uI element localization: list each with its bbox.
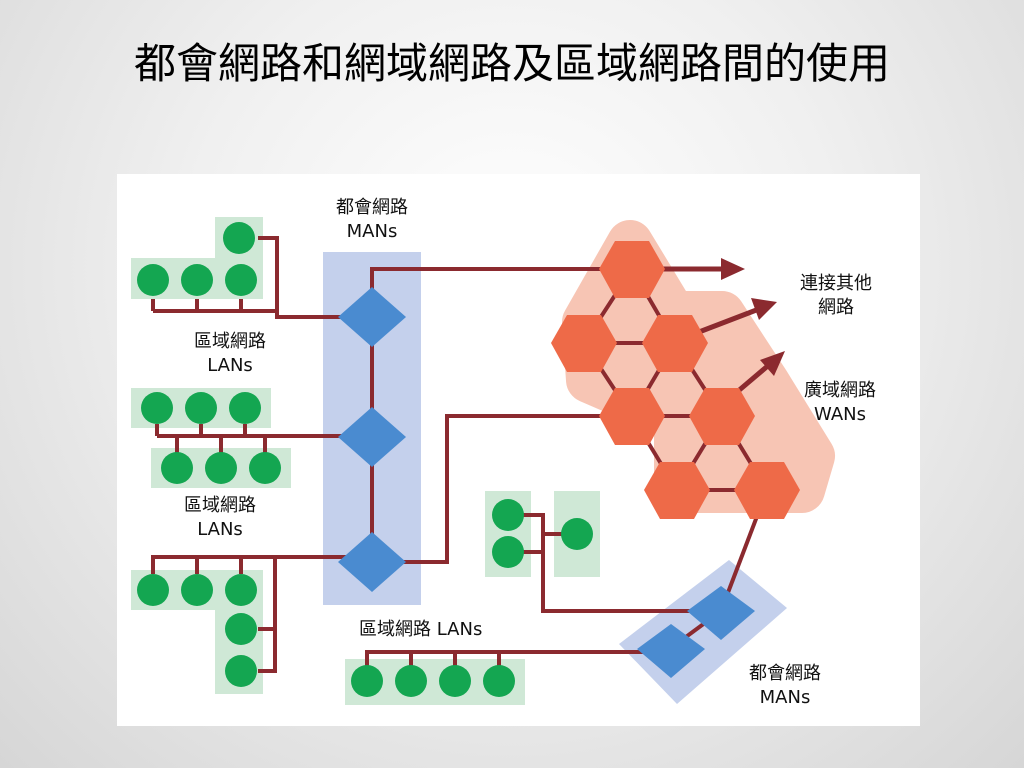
wan-node-6 xyxy=(644,462,710,519)
man-routers xyxy=(338,287,755,678)
network-diagram-graphic xyxy=(131,217,835,705)
wan-node-2 xyxy=(551,315,617,372)
wan-abbr: WANs xyxy=(814,404,866,425)
wan-node-3 xyxy=(642,315,708,372)
man-bottom-abbr: MANs xyxy=(759,687,811,708)
man-top-name: 都會網路 xyxy=(336,197,408,218)
lan-2-label: 區域網路 LANs xyxy=(165,494,275,542)
wan-node-5 xyxy=(689,388,755,445)
lan-3-label: 區域網路 LANs xyxy=(359,619,483,640)
outbound-arrows xyxy=(657,258,785,394)
network-diagram: 都會網路 MANs 區域網路 LANs 區域網路 LANs 區域網路 LANs … xyxy=(117,174,920,726)
other-networks-line1: 連接其他 xyxy=(800,273,872,294)
wan-node-1 xyxy=(599,241,665,298)
wan-node-7 xyxy=(734,462,800,519)
man-top-label: 都會網路 MANs xyxy=(317,196,427,244)
wan-name: 廣域網路 xyxy=(804,380,876,401)
router-1 xyxy=(338,287,406,347)
man-bottom-name: 都會網路 xyxy=(749,663,821,684)
wan-label: 廣域網路 WANs xyxy=(785,379,895,427)
router-3 xyxy=(338,532,406,592)
lan-nodes xyxy=(137,222,593,697)
lan-1-abbr: LANs xyxy=(207,355,253,376)
slide-title: 都會網路和網域網路及區域網路間的使用 xyxy=(133,39,890,88)
router-2 xyxy=(338,407,406,467)
man-bottom-label: 都會網路 MANs xyxy=(730,662,840,710)
wan-nodes xyxy=(551,241,800,519)
lan-1-name: 區域網路 xyxy=(194,331,266,352)
man-top-abbr: MANs xyxy=(346,221,398,242)
wan-node-4 xyxy=(599,388,665,445)
lan-2-name: 區域網路 xyxy=(184,495,256,516)
other-networks-label: 連接其他 網路 xyxy=(781,272,891,320)
router-4 xyxy=(687,586,755,640)
lan-1-label: 區域網路 LANs xyxy=(175,330,285,378)
lan-2-abbr: LANs xyxy=(197,519,243,540)
other-networks-line2: 網路 xyxy=(818,297,854,318)
router-5 xyxy=(637,624,705,678)
